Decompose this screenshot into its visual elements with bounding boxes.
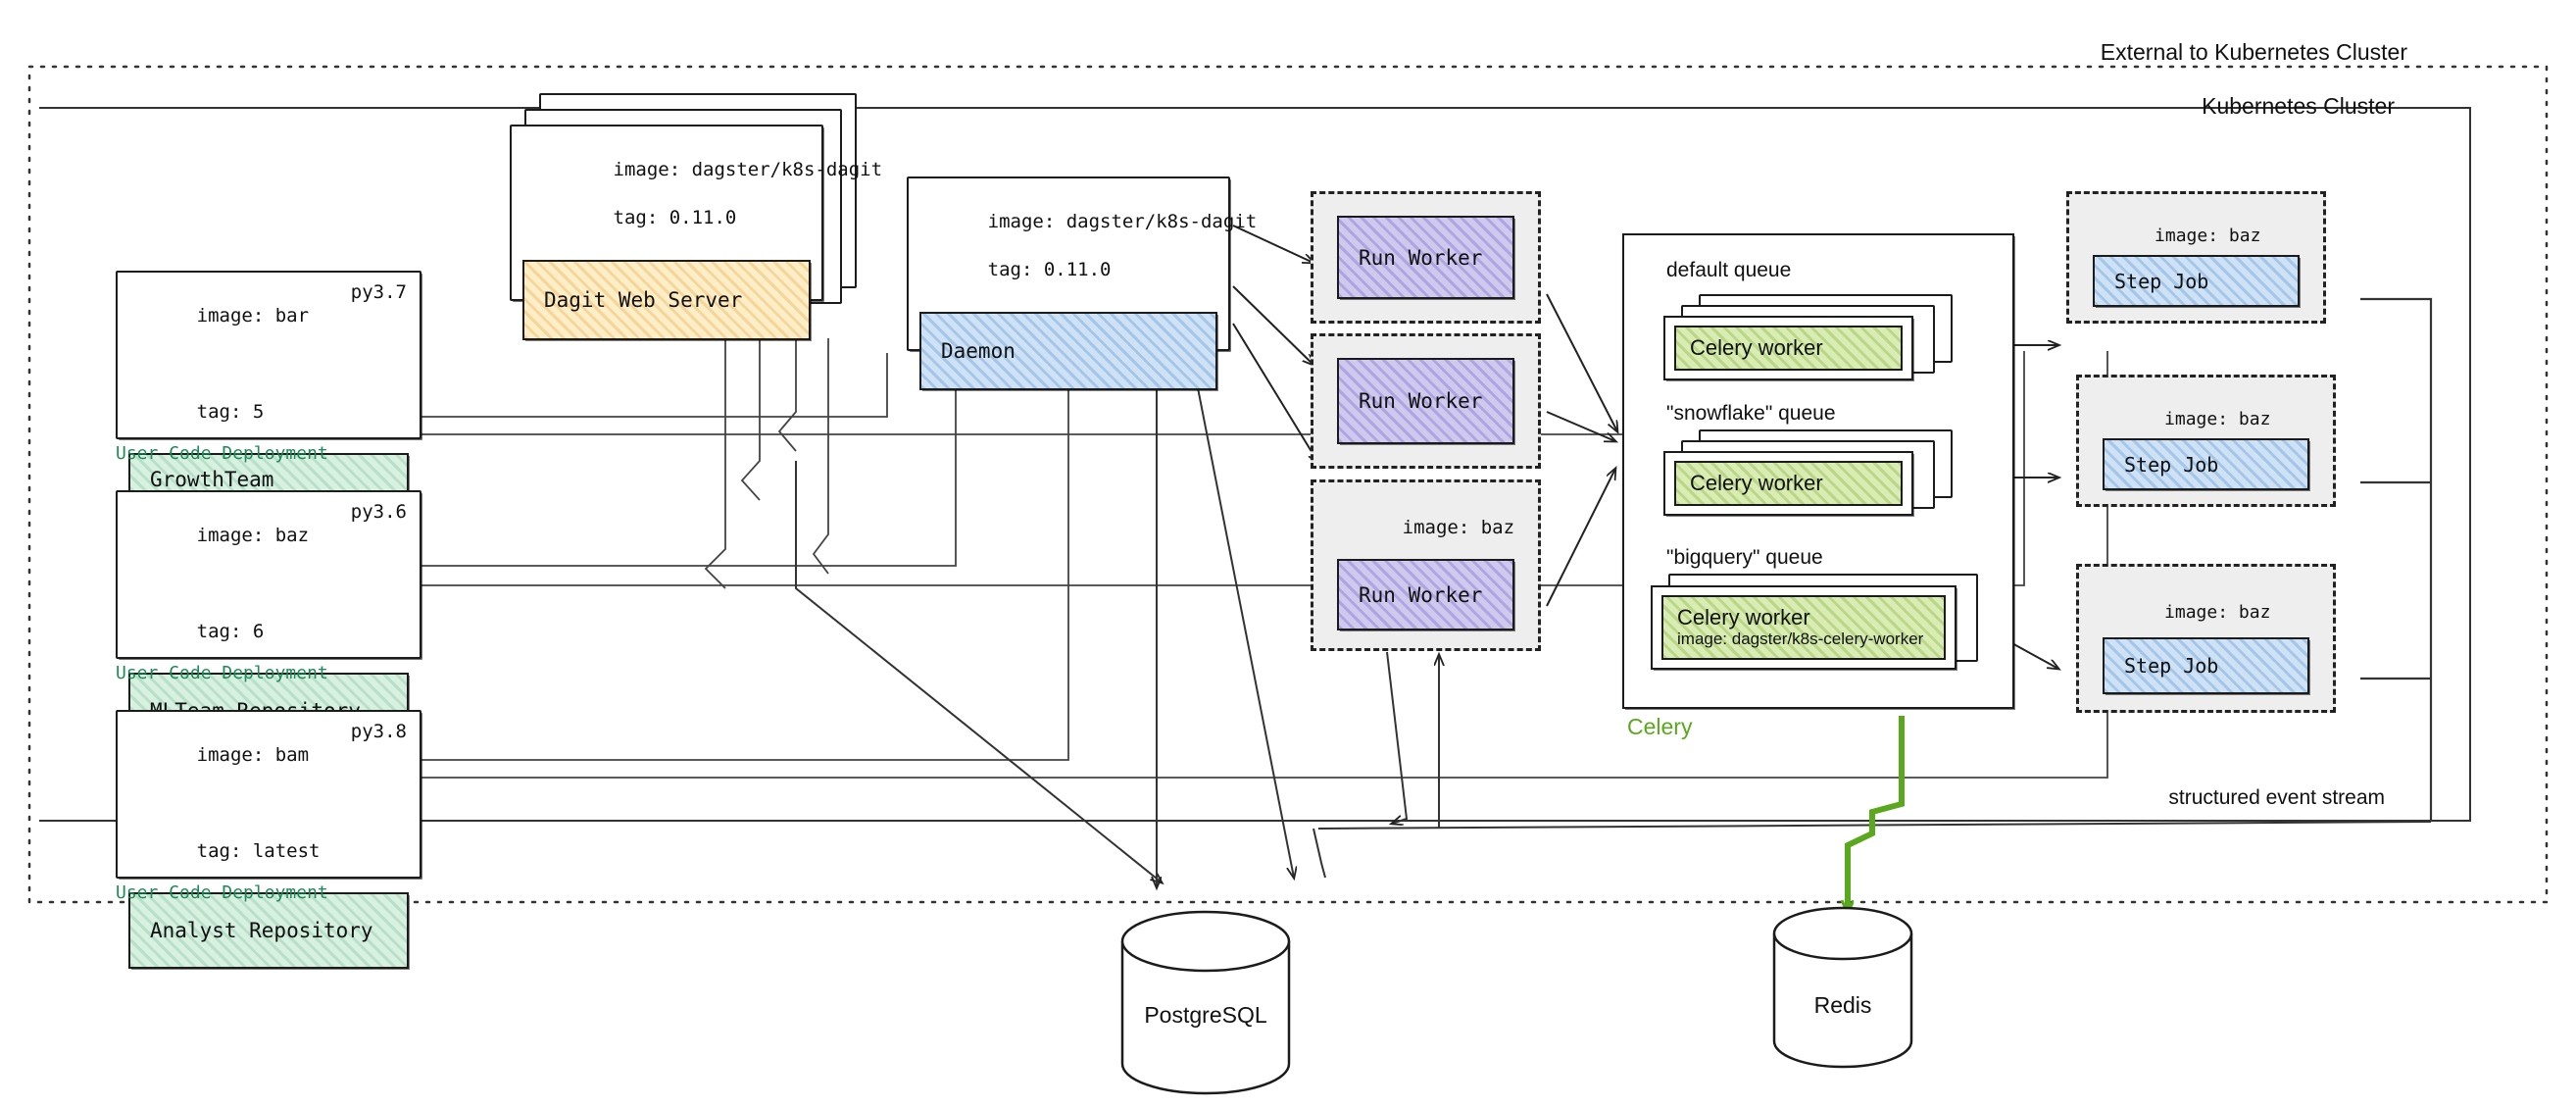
runworker-to-postgres [1386,651,1409,824]
celery-worker-card[interactable]: Celery worker [1663,316,1913,380]
step-job-3[interactable]: image: baz tag: 6 Step Job [2076,564,2336,713]
dagit-label: Dagit Web Server [544,287,743,312]
celery-worker-fill: Celery worker [1674,461,1903,506]
celery-worker-stack-default[interactable]: Celery worker [1663,294,1967,382]
celery-worker-stack-snowflake[interactable]: Celery worker [1663,429,1967,518]
snowflake-queue-label: "snowflake" queue [1666,402,1836,425]
image-line: image: baz [2164,409,2271,430]
repository-box[interactable]: Analyst Repository [128,892,409,970]
image-line: image: baz [1402,517,1515,539]
daemon-pod[interactable]: image: dagster/k8s-dagit tag: 0.11.0 Dae… [907,176,1258,390]
celery-group-label: Celery [1627,714,1693,739]
image-line: image: baz [2164,602,2271,624]
tag-line: tag: 0.11.0 [987,258,1112,280]
user-code-deployment-mlteam[interactable]: image: baz py3.6 tag: 6 MLTeam Repositor… [116,490,421,750]
dagit-box[interactable]: Dagit Web Server [522,259,811,340]
default-queue-label: default queue [1666,259,1792,281]
celery-to-redis [1848,716,1905,912]
repository-label: Analyst Repository [150,919,373,943]
tag-line: tag: 5 [196,400,265,423]
celery-worker-label: Celery worker [1690,471,1823,496]
python-version: py3.7 [350,281,407,303]
image-line: image: bar [196,305,310,327]
run-worker-label: Run Worker [1359,582,1483,607]
pod-meta: image: dagster/k8s-dagit tag: 0.11.0 [512,126,883,254]
user-code-deployment-caption-3: User Code Deployment [116,882,328,903]
user-code-deployment-growthteam[interactable]: image: bar py3.7 tag: 5 GrowthTeam Repos… [116,271,421,530]
run-worker-box[interactable]: Run Worker [1337,358,1514,444]
run-worker-label: Run Worker [1359,389,1483,413]
step-job-2[interactable]: image: baz tag: 6 Step Job [2076,375,2336,507]
step-job-box[interactable]: Step Job [2103,637,2309,694]
redis-cylinder [1772,906,1913,1069]
pod-meta: image: dagster/k8s-dagit tag: 0.11.0 [909,178,1258,306]
celery-worker-fill: Celery worker image: dagster/k8s-celery-… [1661,595,1946,660]
run-worker-job-2[interactable]: Run Worker [1311,333,1541,469]
python-version: py3.8 [350,721,407,742]
pod-meta: image: bar py3.7 tag: 5 [118,273,420,447]
step-job-label: Step Job [2114,269,2209,293]
step-job-box[interactable]: Step Job [2093,255,2300,307]
step-job-box[interactable]: Step Job [2103,438,2309,490]
python-version: py3.6 [350,501,407,523]
celery-worker-image: image: dagster/k8s-celery-worker [1677,630,1924,649]
user-code-deployment-analyst[interactable]: image: bam py3.8 tag: latest Analyst Rep… [116,710,421,970]
step-job-label: Step Job [2124,654,2219,678]
step-job-label: Step Job [2124,452,2219,477]
kubernetes-cluster-label: Kubernetes Cluster [2202,93,2395,119]
dagit-to-postgres [795,461,1162,882]
daemon-label: Daemon [941,338,1016,363]
tag-line: tag: 0.11.0 [613,206,737,228]
daemon-to-postgres-2 [1190,352,1294,878]
pod-meta: image: bam py3.8 tag: latest [118,712,420,886]
step-job-1[interactable]: image: baz tag: 6 Step Job [2066,191,2326,324]
dagit-web-server-stack[interactable]: image: dagster/k8s-dagit tag: 0.11.0 Dag… [510,93,883,340]
redis-label: Redis [1813,992,1872,1018]
pod-meta: image: baz py3.6 tag: 6 [118,492,420,667]
user-code-deployment-caption-2: User Code Deployment [116,663,328,683]
tag-line: tag: 6 [196,620,265,642]
image-line: image: bam [196,744,310,767]
celery-worker-card[interactable]: Celery worker image: dagster/k8s-celery-… [1651,585,1957,670]
celery-worker-stack-bigquery[interactable]: Celery worker image: dagster/k8s-celery-… [1651,574,1984,681]
image-line: image: baz [196,525,310,547]
celery-worker-label: Celery worker [1690,335,1823,361]
external-boundary-label: External to Kubernetes Cluster [2100,39,2407,65]
run-worker-box[interactable]: Run Worker [1337,559,1514,630]
run-worker-job-3[interactable]: image: baz tag: 6 Run Worker [1311,479,1541,651]
run-worker-job-1[interactable]: Run Worker [1311,191,1541,324]
run-worker-label: Run Worker [1359,245,1483,270]
postgresql-label: PostgreSQL [1144,1002,1267,1028]
dagit-web-server-pod[interactable]: image: dagster/k8s-dagit tag: 0.11.0 Dag… [510,125,883,340]
celery-worker-label: Celery worker [1677,605,1810,630]
image-line: image: dagster/k8s-dagit [987,211,1258,233]
image-line: image: baz [2155,226,2261,247]
celery-worker-card[interactable]: Celery worker [1663,451,1913,516]
tag-line: tag: latest [196,839,321,862]
structured-event-stream-label: structured event stream [2168,786,2385,809]
image-line: image: dagster/k8s-dagit [613,159,883,181]
daemon-box[interactable]: Daemon [919,311,1217,390]
celery-worker-fill: Celery worker [1674,326,1903,371]
bigquery-queue-label: "bigquery" queue [1666,546,1823,569]
user-code-deployment-caption-1: User Code Deployment [116,443,328,464]
run-worker-box[interactable]: Run Worker [1337,216,1514,299]
